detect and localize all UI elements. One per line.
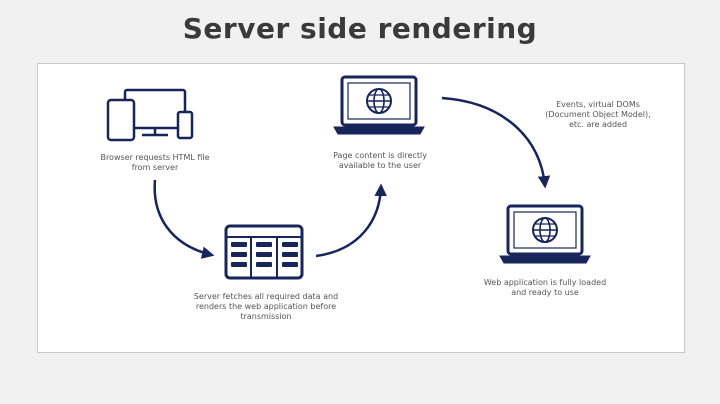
devices-icon <box>106 88 194 142</box>
page-content-caption: Page content is directly available to th… <box>333 151 427 170</box>
laptop-globe-icon <box>499 204 591 264</box>
app-loaded-caption: Web application is fully loaded and read… <box>483 278 607 297</box>
server-icon <box>224 224 304 280</box>
arrow-browser-to-server <box>153 179 215 259</box>
arrow-page-to-loaded <box>441 96 551 189</box>
arrow-server-to-page <box>315 183 387 258</box>
browser-request-caption: Browser requests HTML file from server <box>100 153 210 172</box>
laptop-globe-icon <box>333 75 425 135</box>
server-fetch-caption: Server fetches all required data and ren… <box>193 292 339 321</box>
diagram-title: Server side rendering <box>182 12 538 45</box>
diagram-panel <box>37 63 685 353</box>
events-added-caption: Events, virtual DOMs (Document Object Mo… <box>545 100 651 129</box>
